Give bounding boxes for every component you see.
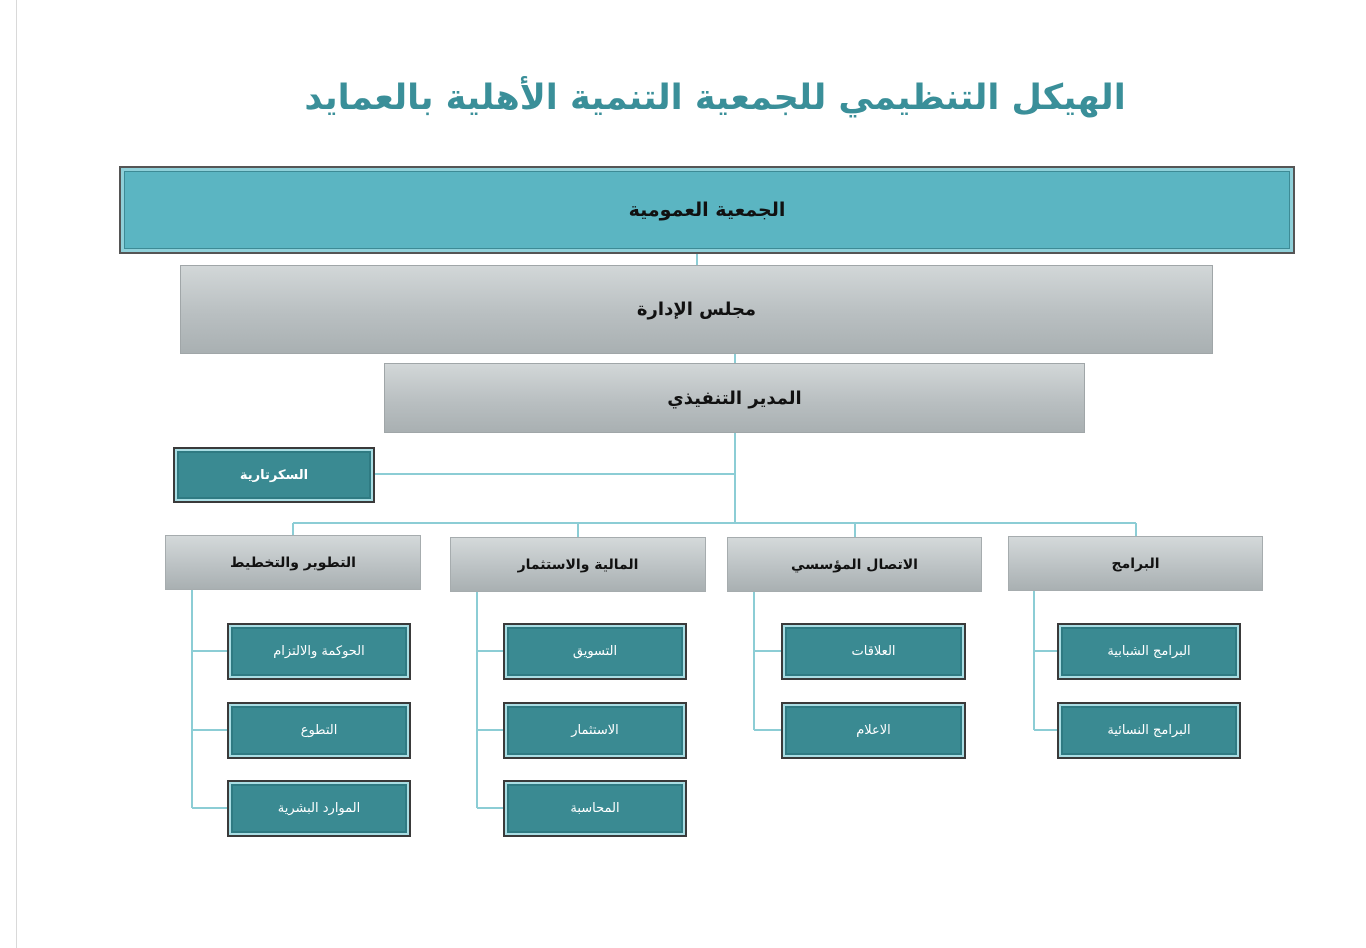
unit-label: الاعلام: [856, 723, 891, 738]
unit-label: البرامج الشبابية: [1107, 644, 1191, 659]
unit-women-programs-box: البرامج النسائية: [1057, 702, 1241, 759]
secretariat-label: السكرتارية: [239, 467, 309, 483]
unit-marketing-box: التسويق: [503, 623, 687, 680]
department-communication-box: الاتصال المؤسسي: [727, 537, 982, 592]
unit-label: العلاقات: [851, 644, 896, 659]
department-finance-box: المالية والاستثمار: [450, 537, 706, 592]
unit-media-box: الاعلام: [781, 702, 966, 759]
unit-label: الاستثمار: [571, 723, 619, 738]
page-edge: [16, 0, 17, 948]
board-label: مجلس الإدارة: [636, 299, 757, 320]
executive-director-box: المدير التنفيذي: [384, 363, 1085, 433]
board-box: مجلس الإدارة: [180, 265, 1213, 354]
unit-investment-box: الاستثمار: [503, 702, 687, 759]
unit-youth-programs-box: البرامج الشبابية: [1057, 623, 1241, 680]
department-label: البرامج: [1111, 555, 1160, 572]
secretariat-box: السكرتارية: [173, 447, 375, 503]
department-development-box: التطوير والتخطيط: [165, 535, 421, 590]
unit-governance-box: الحوكمة والالتزام: [227, 623, 411, 680]
unit-hr-box: الموارد البشرية: [227, 780, 411, 837]
department-label: الاتصال المؤسسي: [791, 556, 918, 573]
unit-label: التسويق: [572, 644, 618, 659]
unit-label: البرامج النسائية: [1107, 723, 1191, 738]
general-assembly-box: الجمعية العمومية: [119, 166, 1295, 254]
unit-volunteering-box: التطوع: [227, 702, 411, 759]
page-title: الهيكل التنظيمي للجمعية التنمية الأهلية …: [304, 78, 1126, 118]
unit-label: الحوكمة والالتزام: [273, 644, 365, 659]
unit-label: التطوع: [300, 723, 338, 738]
general-assembly-label: الجمعية العمومية: [628, 199, 786, 221]
department-label: التطوير والتخطيط: [230, 554, 356, 571]
unit-label: الموارد البشرية: [277, 801, 361, 816]
department-label: المالية والاستثمار: [517, 556, 639, 573]
unit-label: المحاسبة: [570, 801, 620, 816]
department-programs-box: البرامج: [1008, 536, 1263, 591]
executive-director-label: المدير التنفيذي: [667, 387, 802, 409]
unit-accounting-box: المحاسبة: [503, 780, 687, 837]
unit-relations-box: العلاقات: [781, 623, 966, 680]
